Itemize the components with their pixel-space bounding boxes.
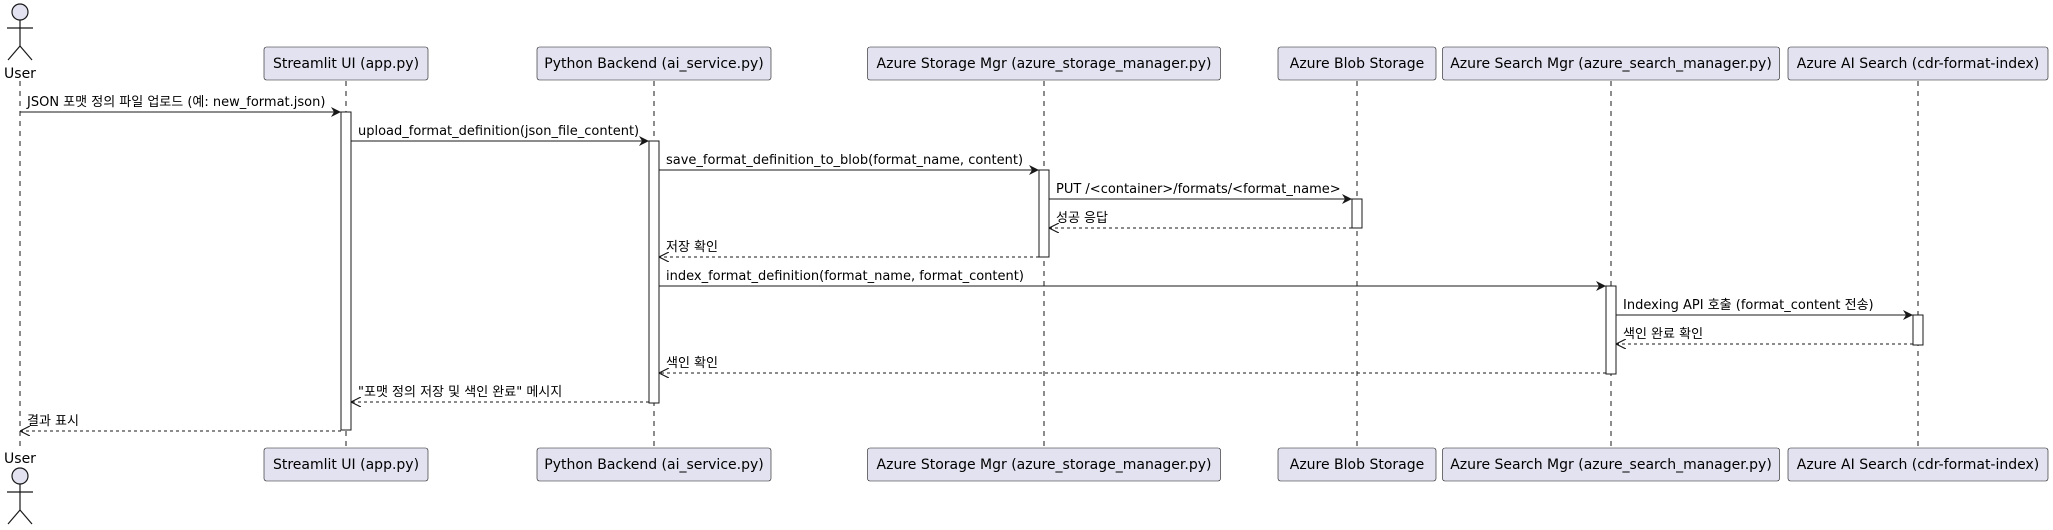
message-9: 색인 완료 확인 [1616, 327, 1913, 344]
participant-storage_mgr-bottom: Azure Storage Mgr (azure_storage_manager… [867, 447, 1221, 482]
participant-label: Azure Blob Storage [1290, 457, 1424, 473]
message-11: "포맷 정의 저장 및 색인 완료" 메시지 [351, 385, 649, 402]
participant-label: Streamlit UI (app.py) [273, 56, 419, 72]
participant-ui-top: Streamlit UI (app.py) [263, 46, 429, 81]
activation-bar-ui [340, 111, 352, 431]
participant-box [867, 447, 1221, 482]
participant-box [867, 46, 1221, 81]
message-5: 성공 응답 [1049, 211, 1352, 228]
participant-backend-bottom: Python Backend (ai_service.py) [536, 447, 772, 482]
participant-label: Azure AI Search (cdr-format-index) [1797, 56, 2040, 72]
participant-label: Azure Search Mgr (azure_search_manager.p… [1450, 56, 1772, 72]
activation-bar-storage_mgr [1038, 169, 1050, 258]
message-1: JSON 포맷 정의 파일 업로드 (예: new_format.json) [20, 95, 341, 117]
message-label: 저장 확인 [666, 240, 718, 255]
participant-box [263, 46, 429, 81]
participant-box [1277, 46, 1437, 81]
participant-label: Azure Search Mgr (azure_search_manager.p… [1450, 457, 1772, 473]
participant-search_mgr-bottom: Azure Search Mgr (azure_search_manager.p… [1442, 447, 1780, 482]
message-label: 색인 확인 [666, 356, 718, 371]
activation-bar-search_mgr [1605, 285, 1617, 375]
message-label: upload_format_definition(json_file_conte… [358, 124, 639, 139]
participant-label: Python Backend (ai_service.py) [544, 56, 763, 72]
message-label: "포맷 정의 저장 및 색인 완료" 메시지 [358, 385, 562, 400]
participant-box [263, 447, 429, 482]
participant-search-bottom: Azure AI Search (cdr-format-index) [1787, 447, 2049, 482]
message-label: 성공 응답 [1056, 211, 1108, 226]
message-8: Indexing API 호출 (format_content 전송) [1616, 298, 1913, 320]
actor-bottom: User [4, 451, 36, 525]
participant-box [536, 46, 772, 81]
actor-label: User [4, 451, 36, 467]
message-10: 색인 확인 [659, 356, 1606, 373]
participant-blob-top: Azure Blob Storage [1277, 46, 1437, 81]
message-label: index_format_definition(format_name, for… [666, 269, 1024, 284]
participant-label: Python Backend (ai_service.py) [544, 457, 763, 473]
actor-top: User [4, 3, 36, 82]
participant-search_mgr-top: Azure Search Mgr (azure_search_manager.p… [1442, 46, 1780, 81]
message-label: Indexing API 호출 (format_content 전송) [1623, 298, 1874, 313]
participant-label: Azure Storage Mgr (azure_storage_manager… [877, 56, 1212, 72]
activation-bar-search [1912, 314, 1924, 346]
participant-label: Azure Blob Storage [1290, 56, 1424, 72]
participant-backend-top: Python Backend (ai_service.py) [536, 46, 772, 81]
participant-box [1787, 447, 2049, 482]
message-7: index_format_definition(format_name, for… [659, 269, 1606, 291]
message-label: PUT /<container>/formats/<format_name> [1056, 182, 1341, 197]
message-label: 결과 표시 [27, 414, 79, 429]
message-label: JSON 포맷 정의 파일 업로드 (예: new_format.json) [26, 95, 325, 110]
participant-box [1787, 46, 2049, 81]
actor-label: User [4, 66, 36, 82]
participant-box [1442, 46, 1780, 81]
activation-bar-blob [1351, 198, 1363, 229]
message-3: save_format_definition_to_blob(format_na… [659, 153, 1039, 175]
message-6: 저장 확인 [659, 240, 1039, 257]
message-2: upload_format_definition(json_file_conte… [351, 124, 649, 146]
participant-storage_mgr-top: Azure Storage Mgr (azure_storage_manager… [867, 46, 1221, 81]
activation-bar-backend [648, 140, 660, 404]
participant-label: Azure AI Search (cdr-format-index) [1797, 457, 2040, 473]
participant-search-top: Azure AI Search (cdr-format-index) [1787, 46, 2049, 81]
message-4: PUT /<container>/formats/<format_name> [1049, 182, 1352, 204]
message-label: save_format_definition_to_blob(format_na… [666, 153, 1023, 168]
participant-blob-bottom: Azure Blob Storage [1277, 447, 1437, 482]
participant-box [1442, 447, 1780, 482]
message-12: 결과 표시 [20, 414, 341, 431]
actor-icon [7, 3, 33, 61]
participant-ui-bottom: Streamlit UI (app.py) [263, 447, 429, 482]
participant-label: Azure Storage Mgr (azure_storage_manager… [877, 457, 1212, 473]
participant-label: Streamlit UI (app.py) [273, 457, 419, 473]
message-label: 색인 완료 확인 [1623, 327, 1703, 342]
participant-box [536, 447, 772, 482]
participant-box [1277, 447, 1437, 482]
actor-icon [7, 467, 33, 525]
